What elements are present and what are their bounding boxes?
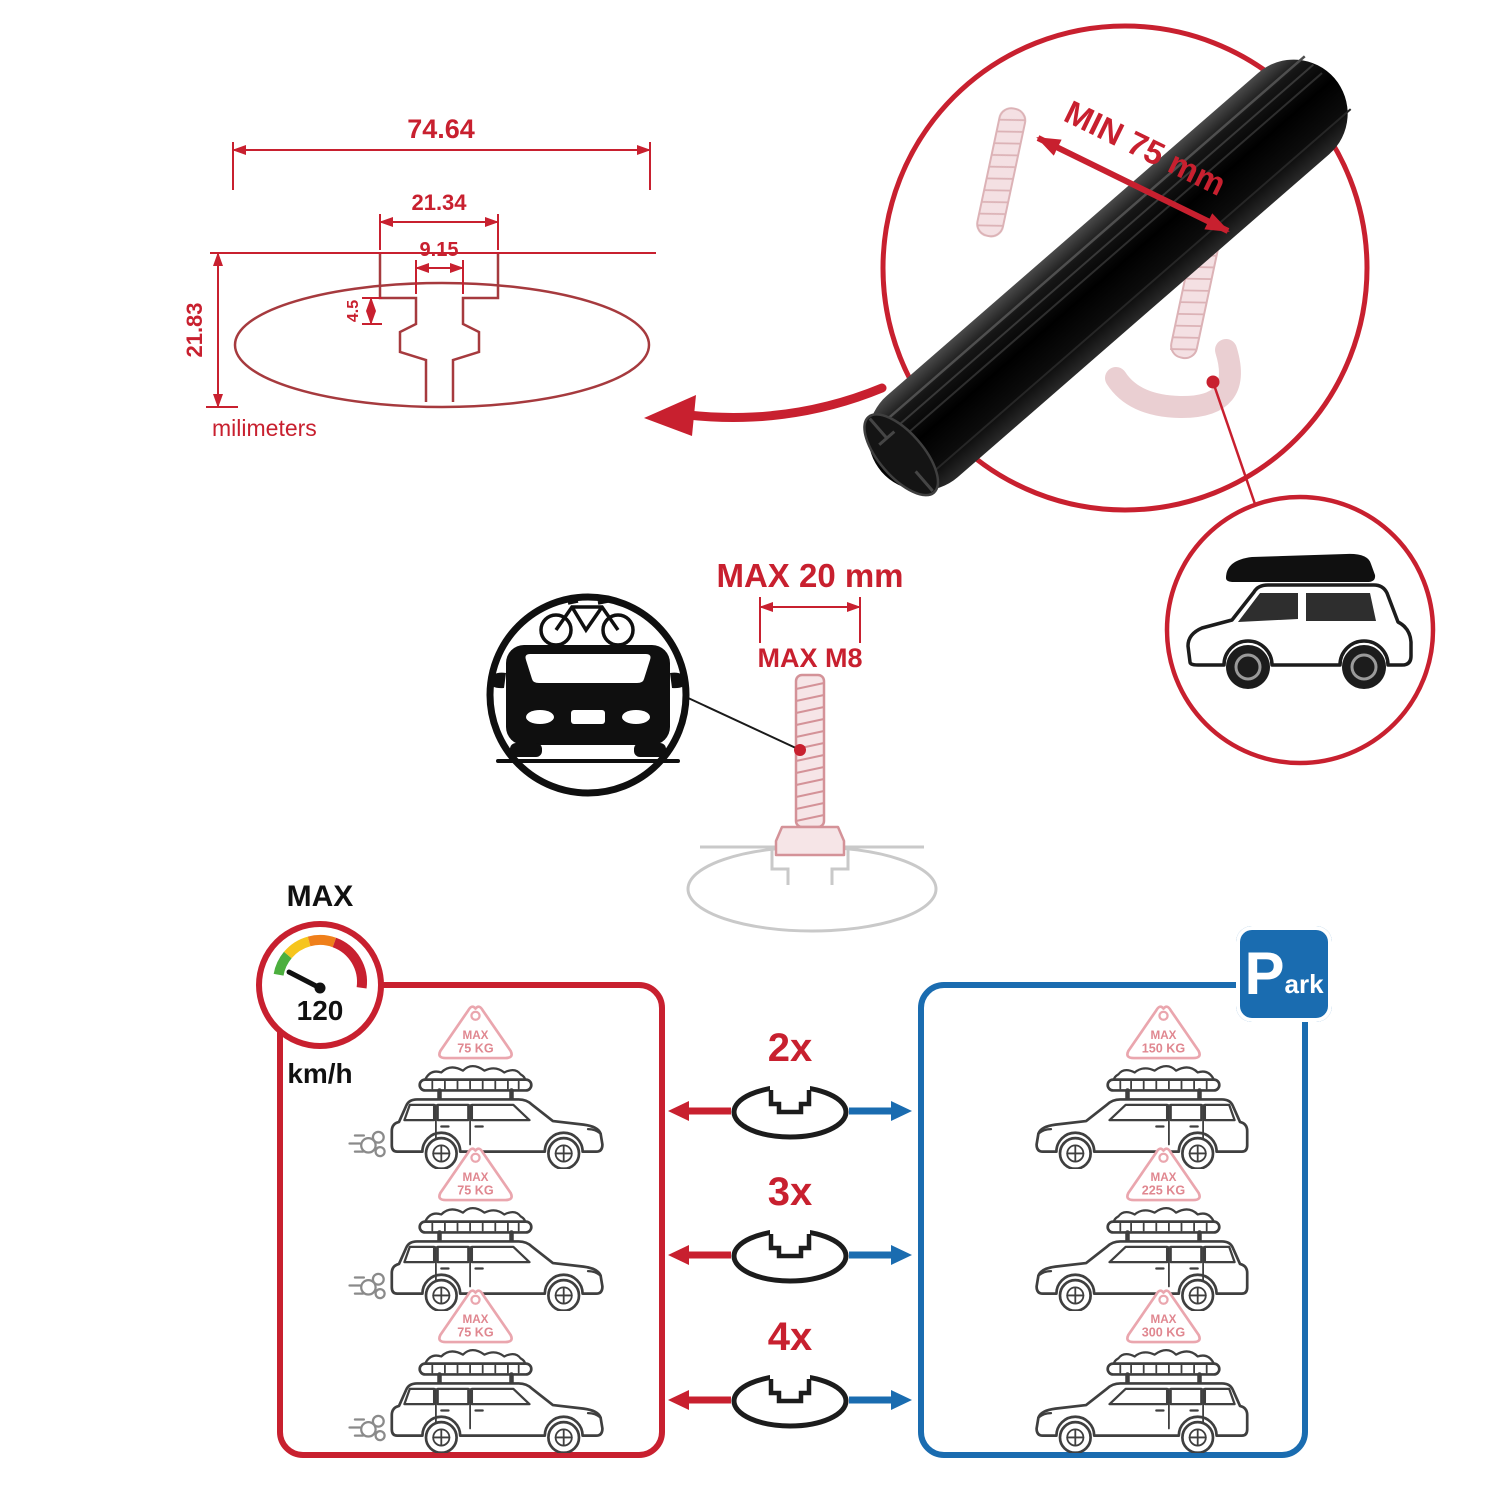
max-thread-label: MAX M8: [757, 643, 862, 673]
gauge-needle: [286, 969, 323, 991]
right-arrow-icon: [891, 1101, 912, 1121]
load-badge-value: 225 KG: [1142, 1184, 1186, 1198]
speed-limit-value: 120: [297, 995, 344, 1026]
callout-line: [1211, 381, 1258, 508]
load-badge-value: 75 KG: [457, 1326, 494, 1340]
load-badge-value: 300 KG: [1142, 1326, 1186, 1340]
load-badge-value: 75 KG: [457, 1042, 494, 1056]
parked-car-3: MAX 300 KG: [988, 1289, 1258, 1453]
right-arrow-icon: [891, 1245, 912, 1265]
parked-car-1: MAX 150 KG: [988, 1005, 1258, 1169]
load-badge-max: MAX: [463, 1313, 489, 1326]
park-sign-letter: P: [1244, 940, 1285, 1007]
bolt-spec-illustration: MAX 20 mm MAX M8: [486, 557, 938, 933]
bolt-length-dimension: [759, 597, 861, 643]
bolt-leader-line: [685, 696, 806, 756]
parked-car-2: MAX 225 KG: [988, 1147, 1258, 1311]
dimension-lines: [206, 142, 656, 408]
bar-count-row-3: [668, 1372, 912, 1429]
left-arrow-icon: [668, 1245, 689, 1265]
units-label: milimeters: [212, 415, 317, 441]
bar-count-row-1: [668, 1083, 912, 1140]
cross-section-drawing: 74.64 21.34 9.15 4.5 21.83 milimeters: [182, 114, 656, 441]
left-arrow-icon: [668, 1101, 689, 1121]
bar-count-label-2: 3x: [767, 1170, 813, 1214]
car-front-silhouette: [490, 645, 686, 763]
bar-count-label-1: 2x: [767, 1026, 813, 1070]
roof-box: [1226, 553, 1376, 582]
t-bolt: [774, 673, 846, 857]
channel-outer-width-value: 21.34: [411, 190, 467, 215]
channel-slot-width-value: 9.15: [420, 239, 459, 261]
suv-roofbox-icon: [1164, 494, 1436, 766]
driving-car-3: MAX 75 KG: [348, 1289, 615, 1453]
car-with-bike-icon: [486, 593, 690, 797]
load-badge-max: MAX: [1151, 1313, 1177, 1326]
load-badge-value: 150 KG: [1142, 1042, 1186, 1056]
right-arrow-icon: [891, 1390, 912, 1410]
parked-load-panel: [918, 982, 1308, 1458]
ghost-profile: [686, 845, 938, 933]
speed-limit-title: MAX: [286, 880, 354, 913]
bar-count-row-2: [668, 1227, 912, 1284]
left-arrow-icon: [668, 1390, 689, 1410]
overall-width-value: 74.64: [407, 114, 475, 144]
speed-limit-gauge: 120: [256, 921, 384, 1049]
driving-car-2: MAX 75 KG: [348, 1147, 615, 1311]
load-badge-max: MAX: [1151, 1171, 1177, 1184]
profile-outline: [233, 253, 651, 409]
load-badge-max: MAX: [463, 1171, 489, 1184]
pointer-arrow-to-drawing: [644, 383, 887, 436]
overall-height-value: 21.83: [182, 302, 207, 357]
crossbar-detail-illustration: MIN 75 mm: [644, 23, 1436, 766]
speed-limit-unit: km/h: [287, 1058, 353, 1089]
load-badge-max: MAX: [463, 1029, 489, 1042]
load-badge-value: 75 KG: [457, 1184, 494, 1198]
load-badge-max: MAX: [1151, 1029, 1177, 1042]
bar-count-label-3: 4x: [767, 1315, 813, 1359]
max-bolt-length-label: MAX 20 mm: [716, 557, 903, 594]
driving-car-1: MAX 75 KG: [348, 1005, 615, 1169]
driving-load-panel: [277, 982, 665, 1458]
lip-height-value: 4.5: [345, 300, 362, 322]
park-sign-suffix: ark: [1284, 968, 1324, 999]
